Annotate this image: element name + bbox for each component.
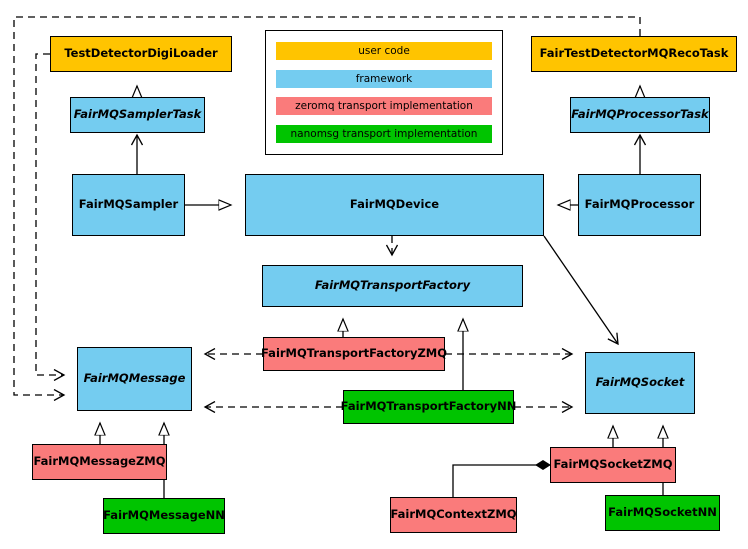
color-legend: user code framework zeromq transport imp… [265,30,503,155]
legend-label: user code [358,44,410,57]
node-label: FairMQContextZMQ [390,507,517,522]
node-label: FairMQSocketZMQ [553,457,673,472]
node-label: FairMQTransportFactory [314,278,471,293]
node-testdetectordigiloader[interactable]: TestDetectorDigiLoader [50,36,232,72]
node-fairmqsocketzmq[interactable]: FairMQSocketZMQ [550,447,676,483]
legend-item-framework: framework [276,69,492,88]
node-fairtestdetectormqrecotask[interactable]: FairTestDetectorMQRecoTask [531,36,737,72]
node-fairmqprocessortask[interactable]: FairMQProcessorTask [570,97,710,133]
legend-item-nanomsg: nanomsg transport implementation [276,125,492,144]
node-fairmqtransportfactorynn[interactable]: FairMQTransportFactoryNN [340,390,517,424]
edge-digiloader-to-message [35,53,64,375]
node-label: FairMQTransportFactoryNN [340,399,517,414]
node-label: FairMQMessage [83,371,186,386]
node-label: FairMQSocketNN [608,505,717,520]
edge-device-to-socket [543,235,618,344]
node-label: FairMQSocket [595,375,685,390]
node-label: FairMQProcessorTask [571,107,709,122]
node-fairmqsampler[interactable]: FairMQSampler [72,174,185,236]
node-label: FairMQMessageZMQ [33,454,166,469]
node-fairmqtransportfactory[interactable]: FairMQTransportFactory [262,265,523,307]
node-fairmqsocket[interactable]: FairMQSocket [585,352,695,414]
node-fairmqdevice[interactable]: FairMQDevice [245,174,544,236]
edge-recotask-to-message [13,16,641,395]
node-label: TestDetectorDigiLoader [64,46,218,61]
node-fairmqcontextzmq[interactable]: FairMQContextZMQ [390,497,517,533]
node-fairmqmessage[interactable]: FairMQMessage [77,347,192,411]
node-label: FairMQTransportFactoryZMQ [261,346,448,361]
node-fairmqsamplertask[interactable]: FairMQSamplerTask [70,97,205,133]
edge-socketzmq-composition-contextzmq [452,460,551,497]
node-fairmqtransportfactoryzmq[interactable]: FairMQTransportFactoryZMQ [261,337,448,371]
node-fairmqmessagenn[interactable]: FairMQMessageNN [103,498,225,534]
legend-label: framework [355,72,413,85]
node-label: FairMQSampler [78,197,179,212]
node-label: FairMQSamplerTask [73,107,202,122]
legend-label: nanomsg transport implementation [290,128,478,141]
node-fairmqmessagezmq[interactable]: FairMQMessageZMQ [32,444,167,480]
node-fairmqsocketnn[interactable]: FairMQSocketNN [605,495,720,531]
node-label: FairTestDetectorMQRecoTask [539,46,729,61]
legend-label: zeromq transport implementation [295,100,473,113]
node-label: FairMQDevice [349,197,440,212]
node-fairmqprocessor[interactable]: FairMQProcessor [578,174,701,236]
legend-item-user-code: user code [276,41,492,60]
node-label: FairMQProcessor [584,197,695,212]
node-label: FairMQMessageNN [103,508,225,523]
legend-item-zeromq: zeromq transport implementation [276,97,492,116]
